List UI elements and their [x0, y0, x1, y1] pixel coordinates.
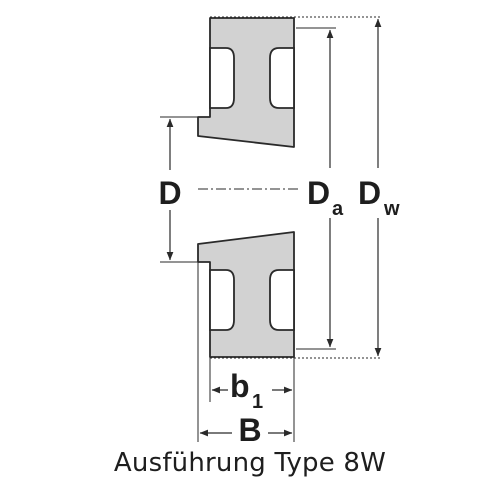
groove-width-label: b — [230, 368, 250, 404]
groove-width-subscript: 1 — [252, 391, 263, 413]
bore-diameter-label: D — [158, 175, 181, 211]
outer-diameter-subscript: a — [332, 198, 344, 220]
outer-diameter-label: D — [307, 175, 330, 211]
diagram-caption: Ausführung Type 8W — [113, 448, 387, 478]
pitch-diameter-subscript: w — [383, 198, 400, 220]
total-width-label: B — [238, 412, 261, 448]
upper-left-pocket — [209, 47, 235, 109]
upper-right-pocket — [269, 47, 295, 109]
lower-right-pocket — [269, 269, 295, 331]
lower-left-pocket — [209, 269, 235, 331]
pitch-diameter-label: D — [358, 175, 381, 211]
